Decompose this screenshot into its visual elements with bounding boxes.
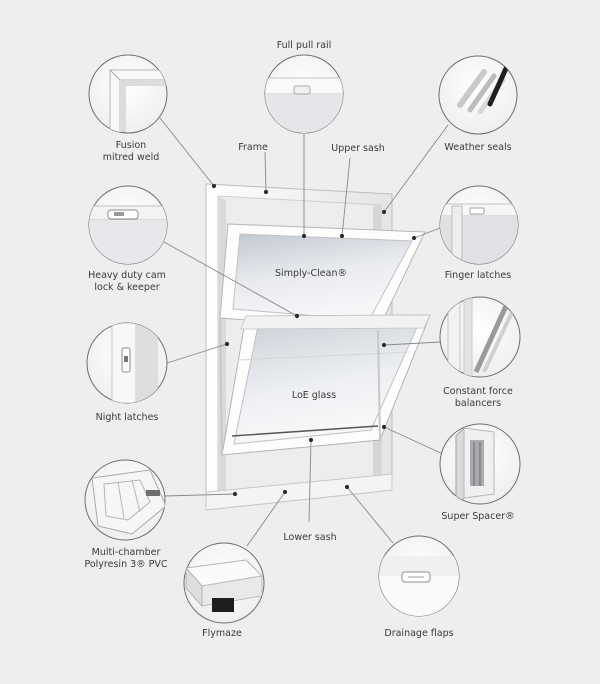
label-upper-sash: Upper sash: [331, 143, 385, 154]
label-weather-seals: Weather seals: [444, 142, 512, 153]
label-night-latches: Night latches: [95, 412, 159, 423]
label-lower-sash: Lower sash: [283, 532, 337, 543]
glass-label-simply-clean: Simply-Clean®: [275, 268, 347, 279]
drainage-flap-icon: [378, 535, 460, 617]
marker-dots: [211, 183, 417, 497]
super-spacer-icon: [439, 423, 521, 505]
label-full-pull-rail: Full pull rail: [276, 40, 332, 51]
label-cam-line1: Heavy duty cam: [88, 270, 166, 281]
label-fusion-mitred-weld: Fusion mitred weld: [103, 140, 160, 164]
label-balancer-line2: balancers: [454, 398, 502, 409]
leader-lines: [159, 117, 449, 547]
label-constant-force-balancers: Constant force balancers: [443, 386, 513, 410]
balancer-icon: [439, 296, 521, 378]
label-frame: Frame: [238, 142, 268, 153]
night-latch-icon: [86, 322, 168, 404]
label-multi-chamber-pvc: Multi-chamber Polyresin 3® PVC: [84, 547, 167, 571]
pull-rail-icon: [264, 54, 344, 134]
label-pvc-line2: Polyresin 3® PVC: [84, 559, 168, 570]
cam-lock-icon: [88, 185, 168, 265]
label-finger-latches: Finger latches: [444, 270, 512, 281]
glass-label-loe-glass: LoE glass: [291, 390, 337, 401]
label-balancer-line1: Constant force: [443, 386, 513, 397]
fusion-weld-icon: [88, 54, 168, 134]
label-drainage-flaps: Drainage flaps: [384, 628, 454, 639]
upper-sash: [219, 223, 426, 331]
window-illustration: [205, 183, 431, 511]
label-cam-line2: lock & keeper: [94, 282, 160, 293]
label-fusion-line2: mitred weld: [102, 152, 160, 163]
label-flymaze: Flymaze: [202, 628, 242, 639]
flymaze-icon: [183, 542, 265, 624]
finger-latch-icon: [439, 185, 519, 265]
label-cam-lock: Heavy duty cam lock & keeper: [88, 270, 166, 294]
label-fusion-line1: Fusion: [115, 140, 147, 151]
weather-seal-icon: [438, 55, 518, 135]
label-pvc-line1: Multi-chamber: [91, 547, 161, 558]
pvc-chamber-icon: [84, 459, 166, 541]
label-super-spacer: Super Spacer®: [441, 511, 515, 522]
